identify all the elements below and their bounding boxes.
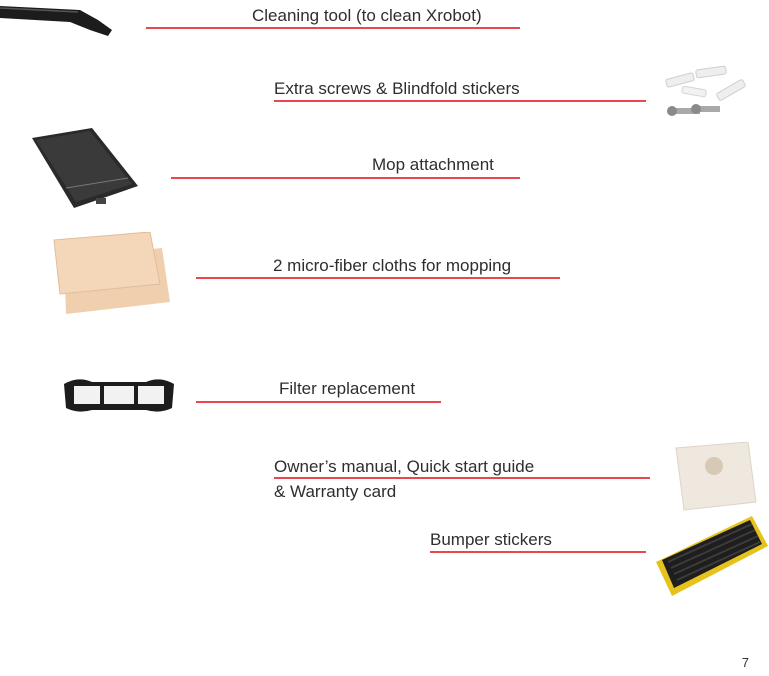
manual-icon bbox=[675, 442, 757, 511]
screws-stickers-icon bbox=[665, 65, 746, 116]
item-label-filter: Filter replacement bbox=[279, 379, 416, 398]
item-label-microfiber-cloths: 2 micro-fiber cloths for mopping bbox=[273, 256, 512, 275]
item-label-cleaning-tool: Cleaning tool (to clean Xrobot) bbox=[252, 6, 482, 25]
leader-line bbox=[274, 100, 646, 102]
item-label-manual: Owner’s manual, Quick start guide bbox=[274, 457, 535, 476]
leader-line bbox=[171, 177, 520, 179]
page-number: 7 bbox=[741, 655, 749, 670]
cleaning-tool-icon bbox=[0, 6, 112, 36]
leader-line bbox=[146, 27, 520, 29]
leader-line bbox=[430, 551, 646, 553]
item-label-screws-stickers: Extra screws & Blindfold stickers bbox=[274, 79, 520, 98]
mop-attachment-icon bbox=[32, 128, 138, 208]
leader-line bbox=[196, 401, 441, 403]
item-label-bumper-stickers: Bumper stickers bbox=[430, 530, 552, 549]
microfiber-cloths-icon bbox=[53, 232, 170, 314]
leader-line bbox=[196, 277, 560, 279]
item-label-manual-line2: & Warranty card bbox=[274, 482, 397, 501]
filter-icon bbox=[64, 379, 174, 412]
bumper-stickers-icon bbox=[656, 516, 768, 596]
leader-line bbox=[274, 477, 650, 479]
item-label-mop-attachment: Mop attachment bbox=[372, 155, 494, 174]
